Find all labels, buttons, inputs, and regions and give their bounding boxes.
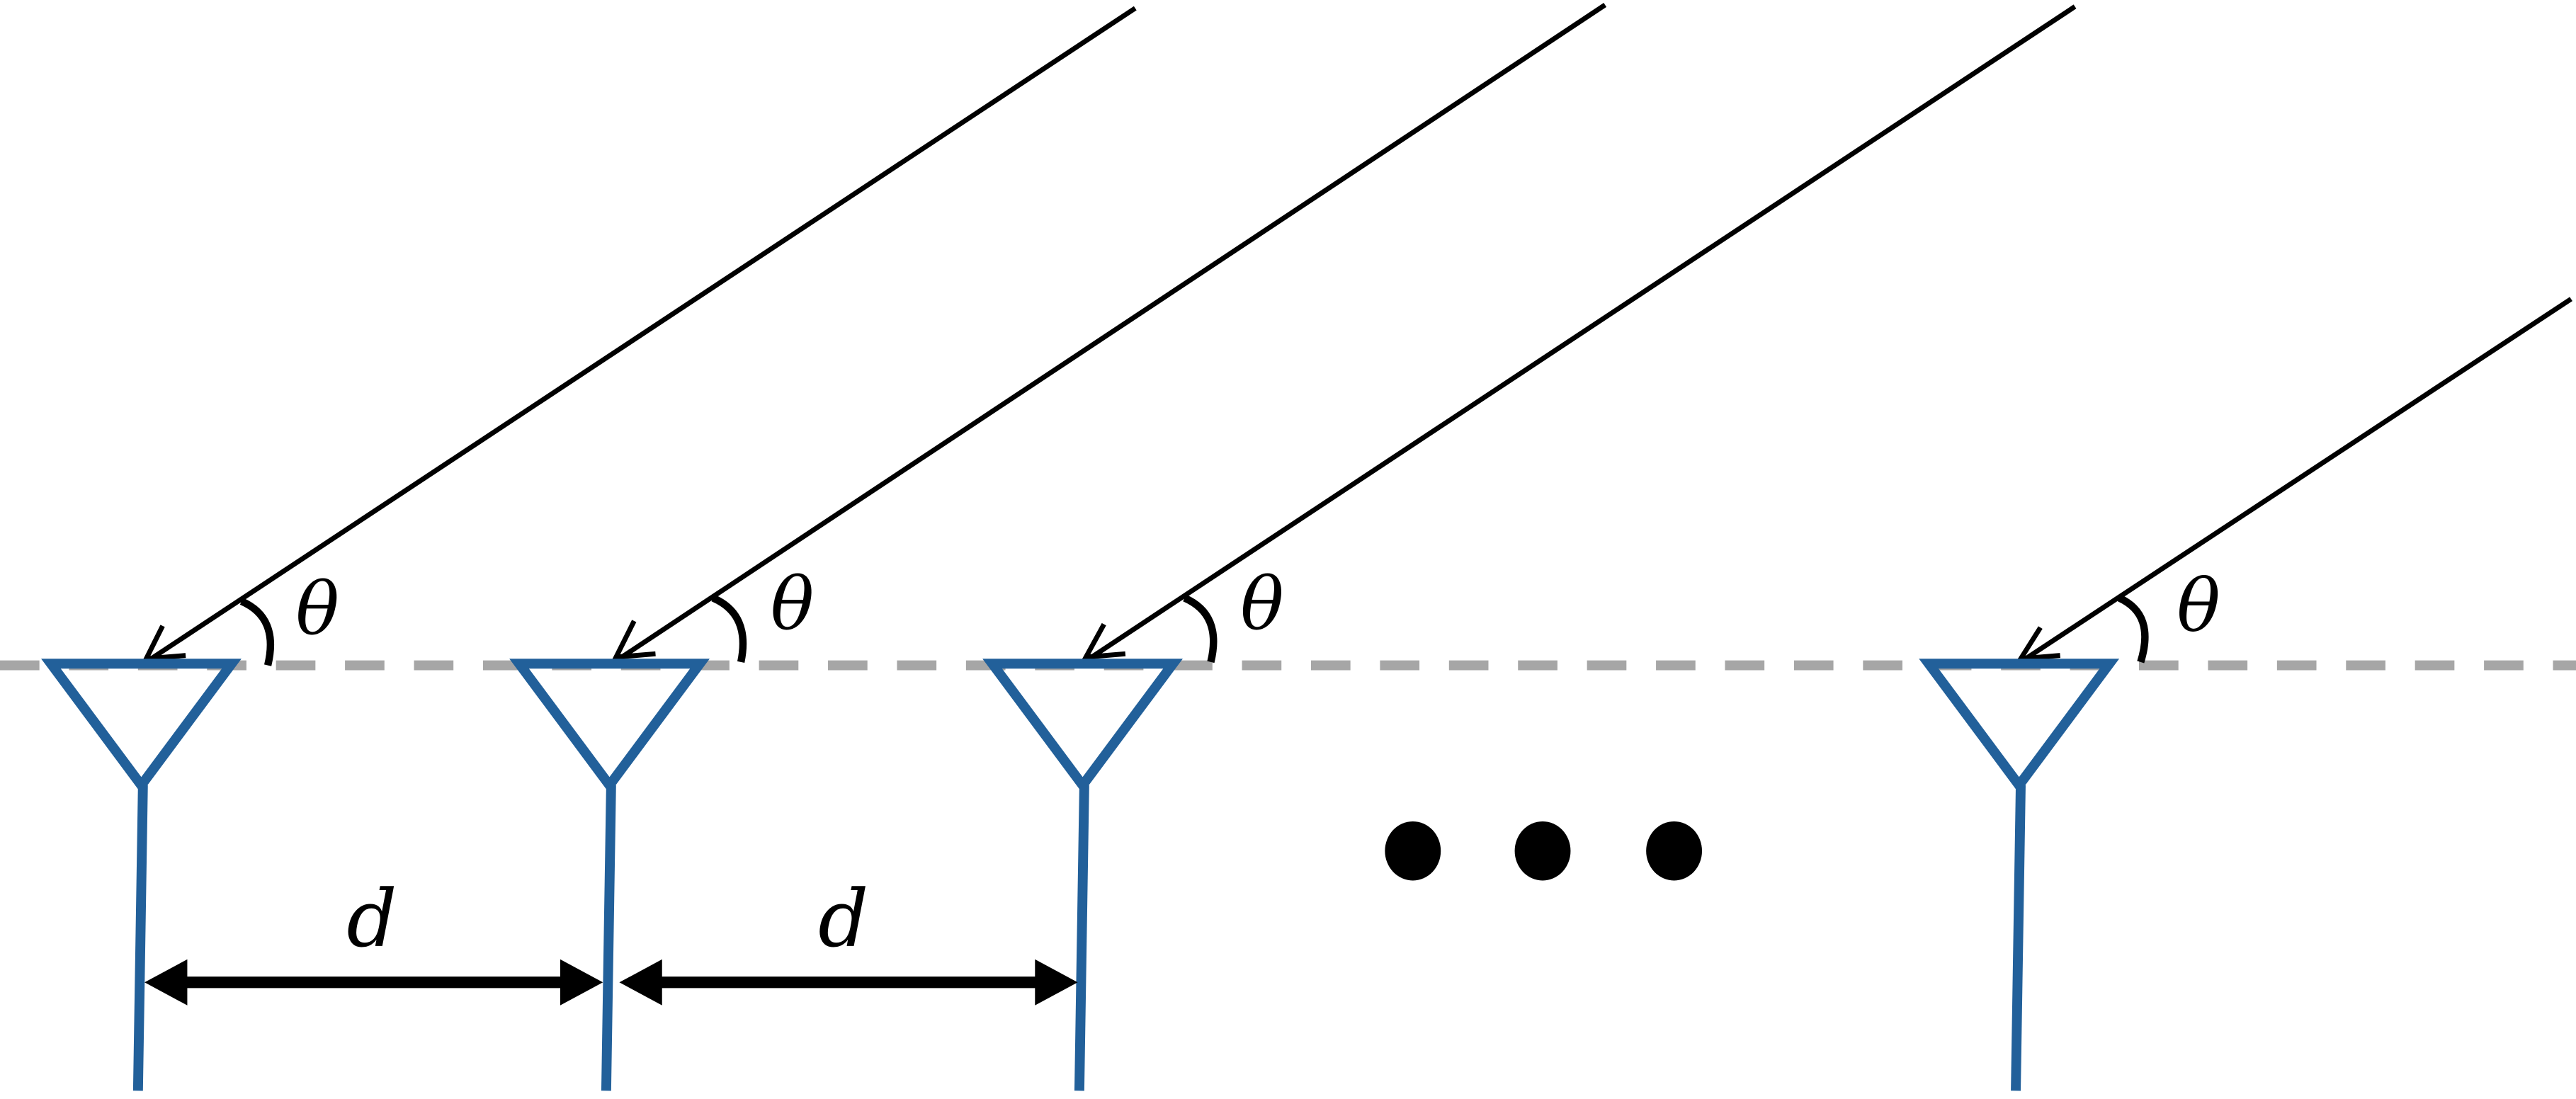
antenna-3 bbox=[982, 659, 1183, 1091]
angle-arc-icon bbox=[711, 594, 747, 663]
angle-arc-icon bbox=[1183, 594, 1218, 664]
arrowhead-icon bbox=[1082, 622, 1126, 660]
antenna-icon bbox=[982, 659, 1183, 794]
antenna-icon bbox=[1919, 659, 2120, 794]
arrow-right-icon bbox=[560, 959, 603, 1006]
dot-icon bbox=[1385, 821, 1441, 881]
arrowhead-icon bbox=[2016, 626, 2060, 662]
spacing-label-d: d bbox=[346, 874, 397, 965]
arrowhead-icon bbox=[611, 620, 656, 660]
antenna-icon bbox=[41, 659, 242, 794]
antenna-2 bbox=[509, 659, 710, 1091]
antenna-icon bbox=[509, 659, 710, 794]
angle-arc-icon bbox=[239, 598, 274, 666]
incident-waves bbox=[142, 3, 2572, 662]
wave-ray-1 bbox=[149, 6, 1137, 661]
ellipsis-dots bbox=[1385, 821, 1703, 881]
antenna-feed bbox=[1074, 785, 1089, 1091]
angle-label-theta: θ bbox=[771, 563, 814, 647]
arrow-left-icon bbox=[144, 959, 188, 1006]
angle-arcs bbox=[239, 594, 2149, 666]
dot-icon bbox=[1514, 821, 1571, 881]
wave-ray-2 bbox=[618, 3, 1607, 661]
spacing-dimension-2 bbox=[619, 959, 1078, 1006]
wave-ray-4 bbox=[2024, 297, 2572, 661]
antennas bbox=[41, 659, 2120, 1091]
wave-ray-3 bbox=[1087, 4, 2077, 661]
dot-icon bbox=[1646, 821, 1703, 881]
angle-label-theta: θ bbox=[296, 567, 339, 651]
antenna-feed bbox=[2011, 785, 2026, 1091]
arrow-right-icon bbox=[1035, 959, 1078, 1006]
spacing-label-d: d bbox=[818, 874, 868, 965]
angle-arc-icon bbox=[2117, 594, 2149, 664]
angle-label-theta: θ bbox=[2177, 564, 2220, 649]
antenna-feed bbox=[132, 785, 148, 1091]
spacing-dimension-1 bbox=[144, 959, 603, 1006]
angle-label-theta: θ bbox=[1240, 563, 1283, 647]
antenna-1 bbox=[41, 659, 242, 1091]
arrow-left-icon bbox=[619, 959, 662, 1006]
antenna-4 bbox=[1919, 659, 2120, 1091]
antenna-feed bbox=[601, 785, 616, 1091]
